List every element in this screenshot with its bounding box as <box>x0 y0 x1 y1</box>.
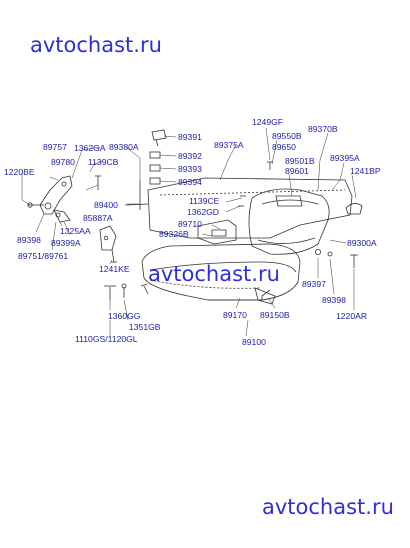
label-1249GF: 1249GF <box>252 117 284 127</box>
part-89391 <box>151 129 167 141</box>
label-1325AA: 1325AA <box>60 226 91 236</box>
label-89395A: 89395A <box>330 153 360 163</box>
label-89391: 89391 <box>178 132 202 142</box>
watermark-top: avtochast.ru <box>30 33 162 57</box>
watermark-bottom: avtochast.ru <box>262 495 394 519</box>
label-1362GD: 1362GD <box>187 207 220 217</box>
label-89393: 89393 <box>178 164 202 174</box>
label-1362GA: 1362GA <box>74 143 106 153</box>
label-89170: 89170 <box>223 310 247 320</box>
label-89757: 89757 <box>43 142 67 152</box>
label-89780: 89780 <box>51 157 75 167</box>
watermark-middle: avtochast.ru <box>148 262 280 286</box>
hinge-bracket-left <box>39 175 73 215</box>
label-1139CE: 1139CE <box>189 196 220 206</box>
label-89392: 89392 <box>178 151 202 161</box>
label-1220BE: 1220BE <box>4 167 35 177</box>
part-89393 <box>149 164 161 172</box>
label-89326B: 89326B <box>159 229 189 239</box>
label-89550B: 89550B <box>272 131 302 141</box>
label-89398-right: 89398 <box>322 295 346 305</box>
label-1241BP: 1241BP <box>350 166 381 176</box>
seat-back-panel <box>147 177 353 239</box>
label-89150B: 89150B <box>260 310 290 320</box>
striker-plate <box>99 225 117 251</box>
label-89399A: 89399A <box>51 238 81 248</box>
label-1220AR: 1220AR <box>336 311 368 321</box>
label-89398-left: 89398 <box>17 235 41 245</box>
label-89650: 89650 <box>272 142 296 152</box>
part-89394 <box>149 177 161 185</box>
label-89601: 89601 <box>285 166 309 176</box>
headrest <box>275 195 303 207</box>
label-89300A: 89300A <box>347 238 377 248</box>
label-1351GB: 1351GB <box>129 322 161 332</box>
label-1360GG: 1360GG <box>108 311 141 321</box>
label-89397: 89397 <box>302 279 326 289</box>
label-89501B: 89501B <box>285 156 315 166</box>
label-89100: 89100 <box>242 337 266 347</box>
label-1139CB: 1139CB <box>88 157 119 167</box>
label-89710: 89710 <box>178 219 202 229</box>
label-1241KE: 1241KE <box>99 264 130 274</box>
label-89380A: 89380A <box>109 142 139 152</box>
bracket-89710 <box>197 219 237 245</box>
label-89751-89761: 89751/89761 <box>18 251 69 261</box>
label-89394: 89394 <box>178 177 202 187</box>
seat-cushion <box>141 243 301 301</box>
label-89375A: 89375A <box>214 140 244 150</box>
label-89370B: 89370B <box>308 124 338 134</box>
part-89392 <box>149 151 161 159</box>
label-89400: 89400 <box>94 200 118 210</box>
seatback-right-section <box>248 188 330 255</box>
label-85887A: 85887A <box>83 213 113 223</box>
label-1110GS-1120GL: 1110GS/1120GL <box>75 334 138 344</box>
